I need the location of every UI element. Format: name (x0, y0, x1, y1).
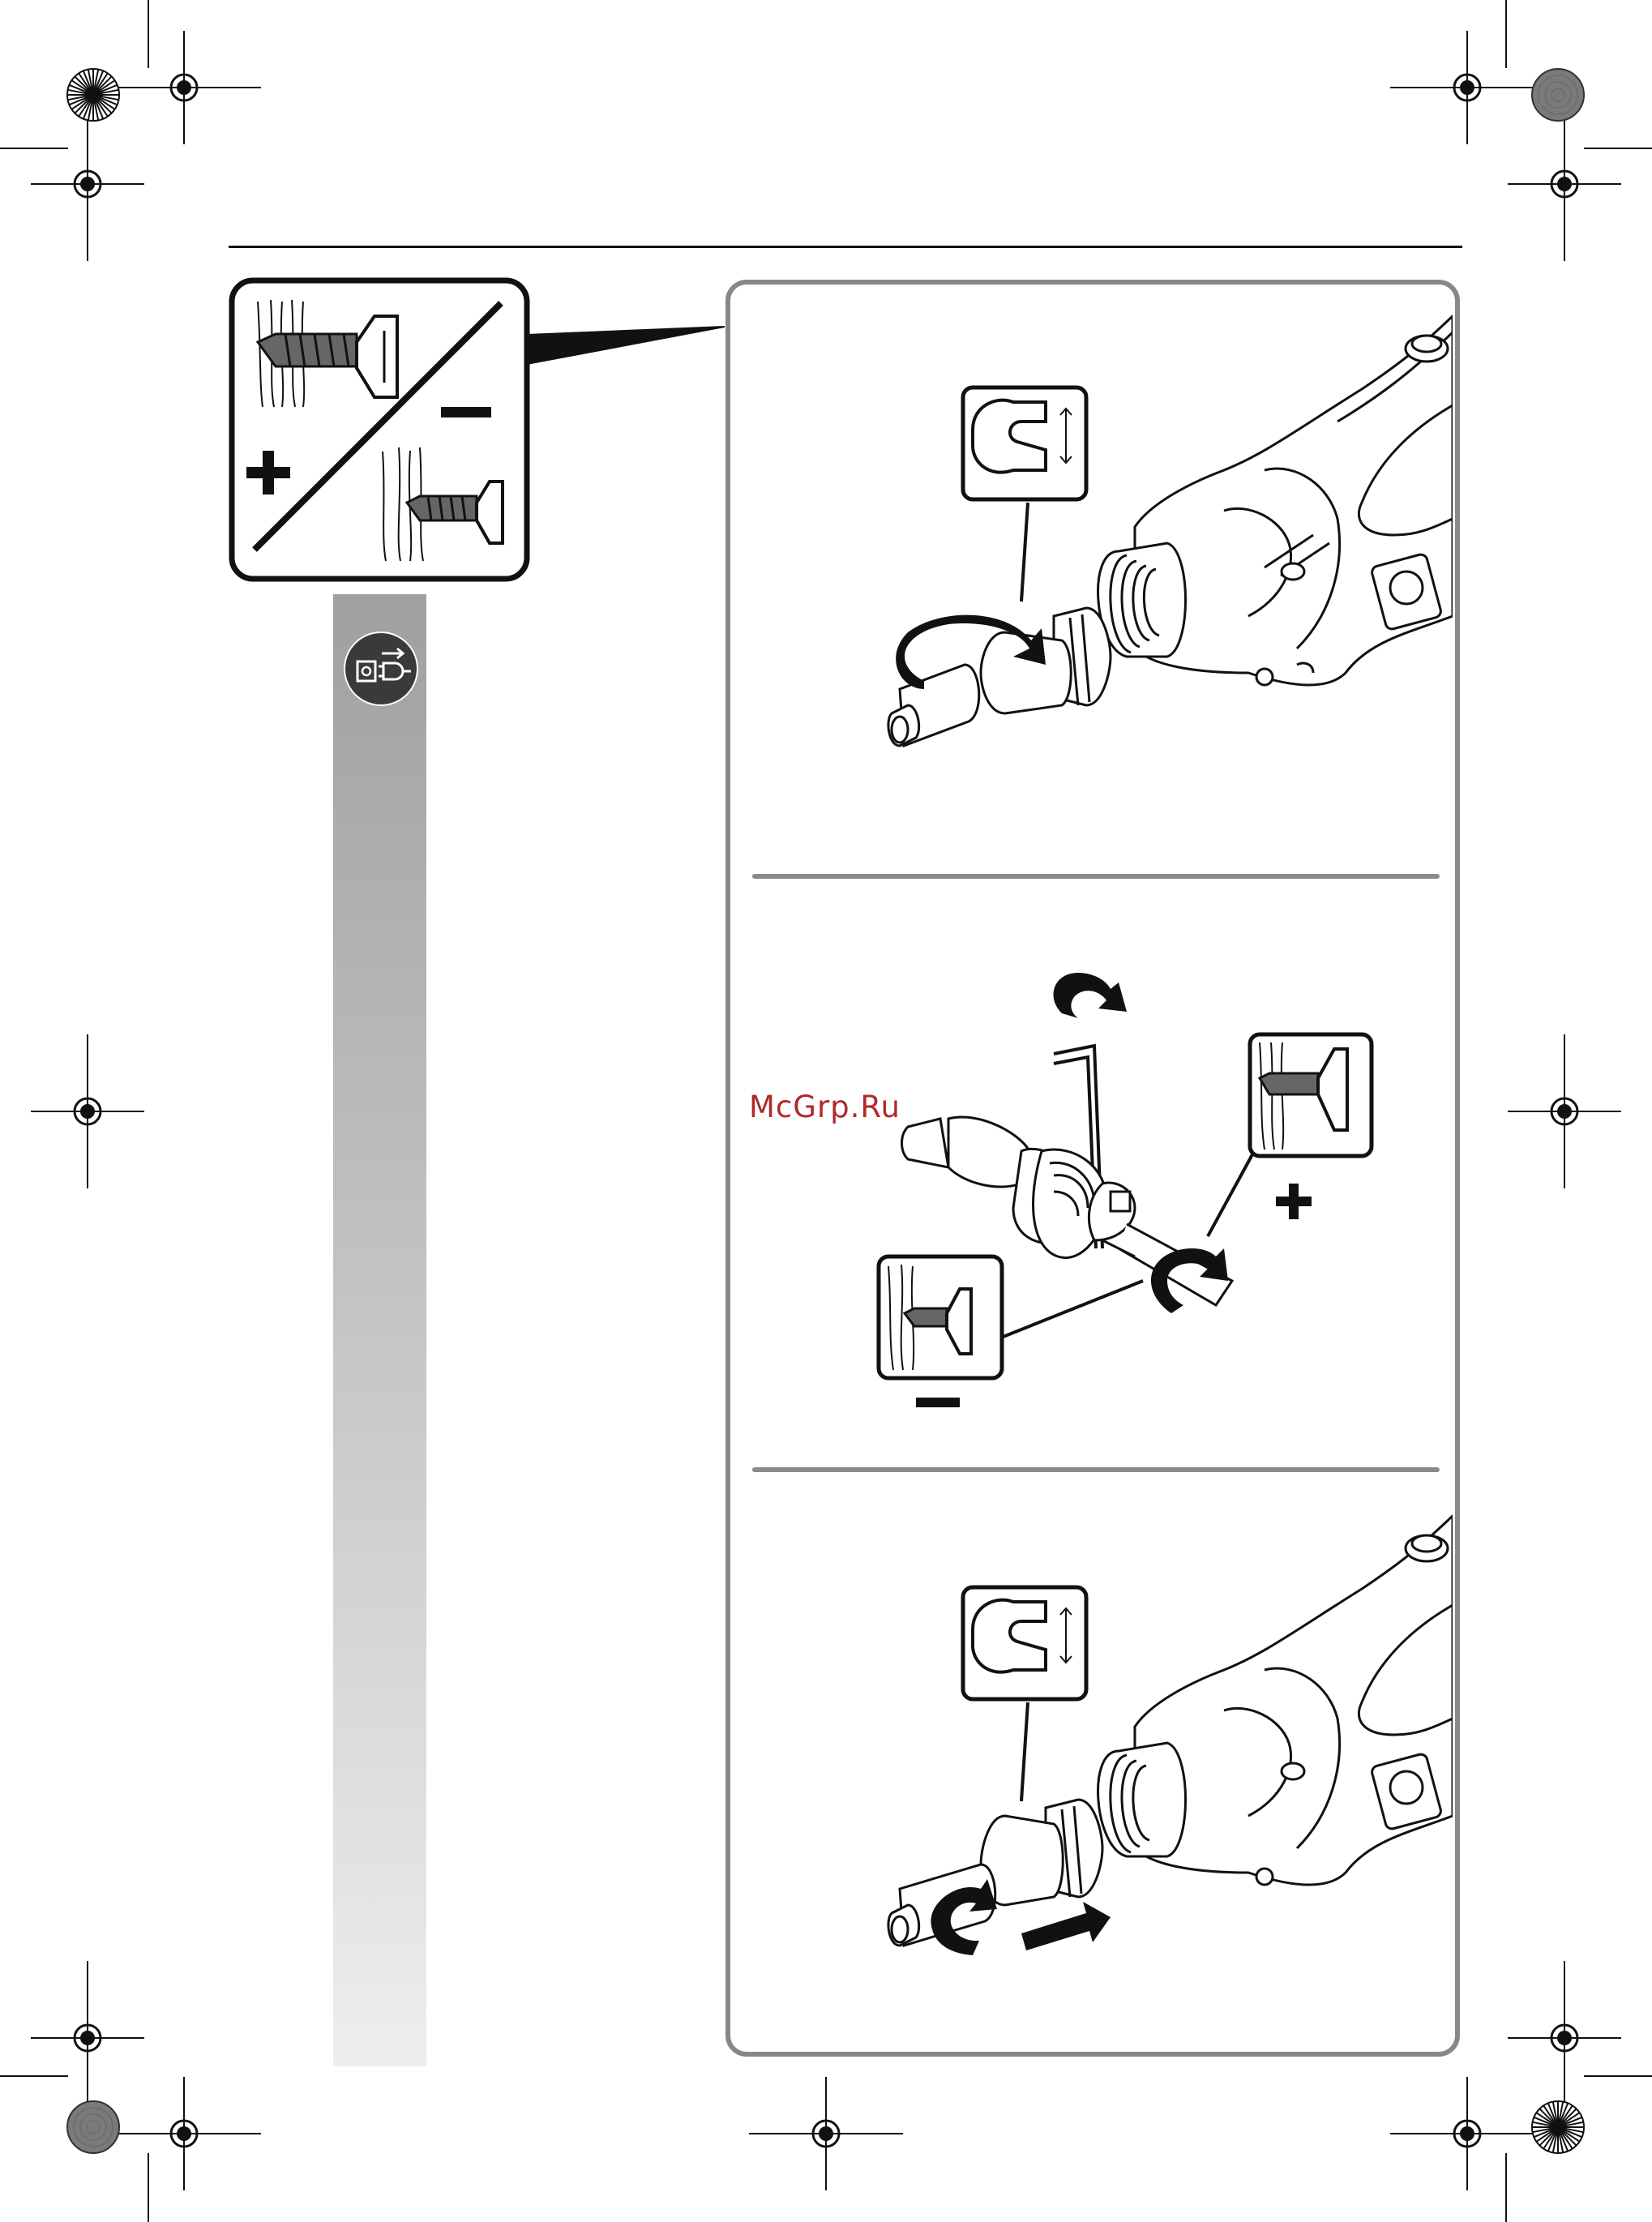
rotate-arrow-icon (1054, 973, 1127, 1018)
header-rule (229, 246, 1462, 248)
push-arrow-icon (1021, 1902, 1111, 1950)
step-divider (752, 1467, 1440, 1472)
step-divider (752, 874, 1440, 879)
open-end-wrench-icon (963, 387, 1086, 602)
screw-deep-callout (1208, 1034, 1372, 1236)
open-end-wrench-icon (963, 1587, 1086, 1801)
step-3-illustration (843, 1508, 1453, 1962)
unplug-icon (343, 631, 419, 707)
sidebar-gradient-bar (333, 594, 426, 2066)
step-1-illustration (843, 308, 1453, 762)
screw-depth-icon (229, 277, 731, 584)
step-2-illustration (859, 965, 1378, 1419)
screw-shallow-callout (879, 1257, 1143, 1407)
minus-sign (441, 407, 491, 417)
screwdriver-body (1098, 316, 1453, 685)
screwdriver-body (1098, 1516, 1453, 1885)
